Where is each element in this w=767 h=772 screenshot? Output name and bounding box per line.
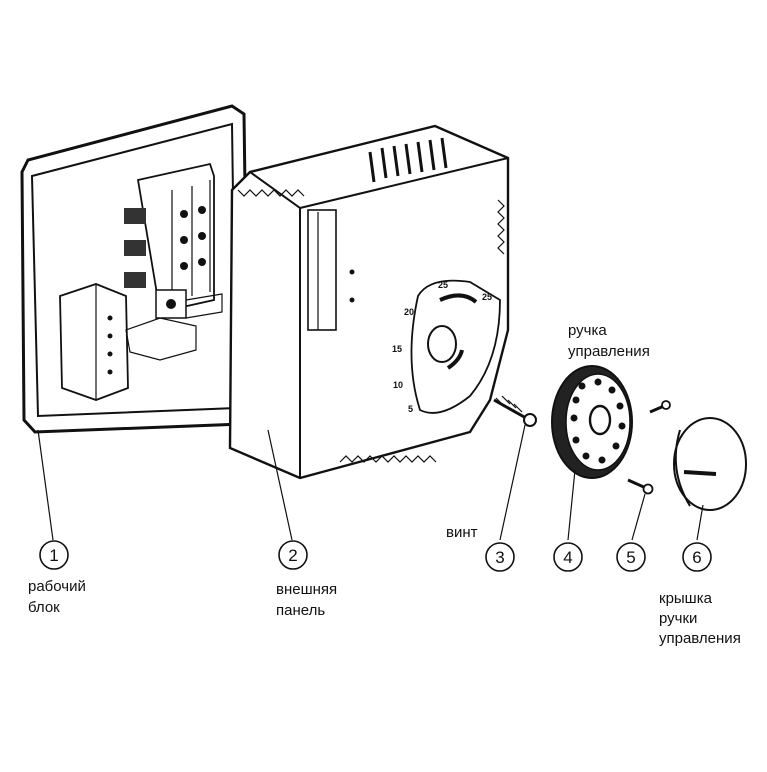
callout-2: 2: [278, 540, 308, 570]
screw-drawing: [493, 395, 537, 427]
terminal-lug: [124, 272, 146, 288]
scale-mark-25-left: 25: [438, 280, 448, 290]
knob-cap-drawing: [673, 417, 747, 511]
label-outer-panel: внешняя панель: [276, 581, 337, 619]
scale-mark-25-right: 25: [482, 292, 492, 302]
outer-panel-drawing: 5 10 15 20 25 25: [228, 124, 510, 480]
label-line: ручка: [568, 322, 607, 339]
callout-number: 5: [626, 548, 635, 567]
terminal-lug: [124, 240, 146, 256]
label-line: панель: [276, 602, 325, 619]
callout-1: 1: [39, 540, 69, 570]
label-knob-cap: крышка ручки управления: [659, 590, 741, 647]
leader-lines: [37, 424, 704, 541]
callout-number: 4: [563, 548, 572, 567]
callout-3: 3: [485, 542, 515, 572]
callout-number: 2: [288, 546, 297, 565]
callout-5: 5: [616, 542, 646, 572]
scale-mark-20: 20: [404, 307, 414, 317]
callout-number: 1: [49, 546, 58, 565]
scale-mark-10: 10: [393, 380, 403, 390]
label-line: управления: [659, 630, 741, 647]
label-line: блок: [28, 599, 60, 616]
callout-4: 4: [553, 542, 583, 572]
label-control-knob: ручка управления: [568, 322, 650, 360]
label-line: винт: [446, 524, 478, 541]
control-knob-drawing: [551, 365, 633, 479]
label-line: управления: [568, 343, 650, 360]
label-line: ручки: [659, 610, 697, 627]
scale-mark-5: 5: [408, 404, 413, 414]
small-screw-drawing: [627, 400, 671, 495]
label-line: рабочий: [28, 578, 86, 595]
label-working-unit: рабочий блок: [28, 578, 86, 616]
callout-6: 6: [682, 542, 712, 572]
callout-number: 3: [495, 548, 504, 567]
label-line: внешняя: [276, 581, 337, 598]
label-line: крышка: [659, 590, 713, 607]
label-screw: винт: [446, 524, 478, 541]
callout-number: 6: [692, 548, 701, 567]
scale-mark-15: 15: [392, 344, 402, 354]
terminal-lug: [124, 208, 146, 224]
working-unit-drawing: [20, 104, 250, 434]
